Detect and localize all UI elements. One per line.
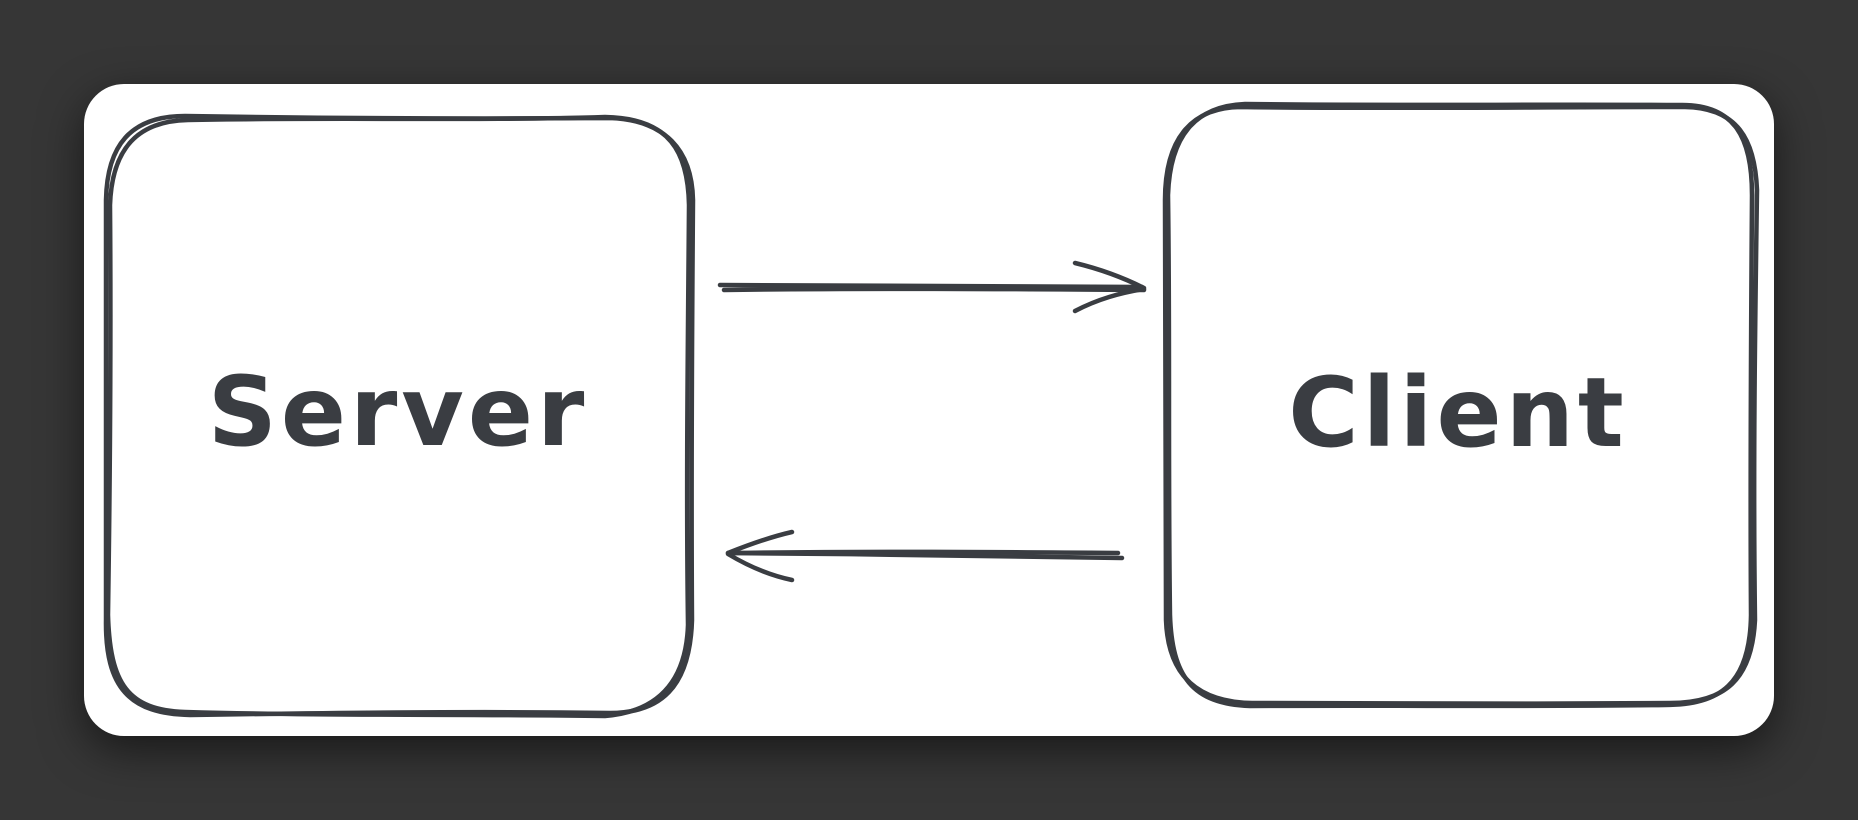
client-to-server-arrowhead	[725, 529, 795, 583]
server-to-client-arrow-shaft-second-stroke	[721, 286, 1147, 293]
server-to-client-arrowhead	[1072, 260, 1147, 314]
client-to-server-arrow[interactable]	[725, 529, 1125, 583]
server-to-client-arrow[interactable]	[717, 260, 1147, 314]
server-node[interactable]: Server	[103, 113, 696, 719]
client-box-outline-second-stroke	[1165, 101, 1755, 709]
client-node[interactable]: Client	[1162, 101, 1760, 709]
client-to-server-arrow-shaft-second-stroke	[727, 549, 1121, 556]
diagram-canvas	[84, 84, 1774, 736]
client-label: Client	[1288, 357, 1628, 469]
server-to-client-arrow-shaft	[717, 282, 1145, 290]
server-label: Server	[208, 356, 589, 468]
server-box-outline-second-stroke	[105, 114, 692, 719]
